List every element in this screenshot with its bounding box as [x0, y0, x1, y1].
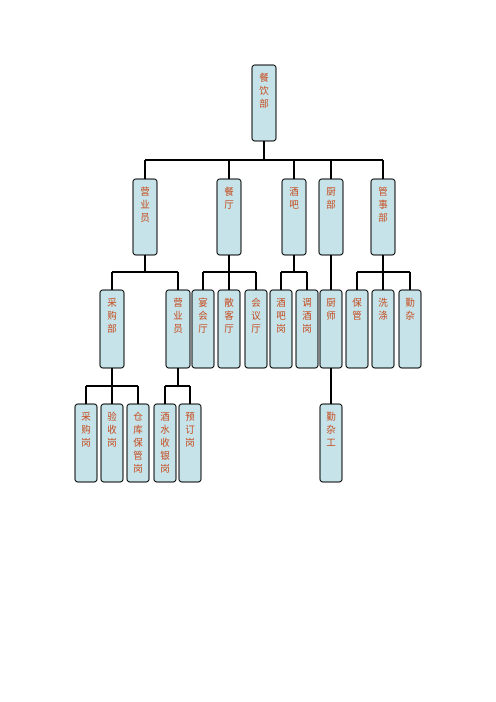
node-label: 厨师: [326, 298, 336, 322]
node-odd-job-worker: 勤杂工: [319, 403, 343, 483]
node-label: 厨部: [326, 187, 336, 211]
node-purchasing-post: 采购岗: [74, 403, 98, 483]
node-box: [100, 403, 124, 483]
node-label: 餐饮部: [259, 72, 269, 110]
node-meeting-hall: 会议厅: [244, 289, 268, 369]
node-box: [178, 403, 202, 483]
node-box: [319, 289, 343, 369]
node-box: [99, 289, 125, 369]
node-chef: 厨师: [319, 289, 343, 369]
node-box: [269, 289, 293, 369]
node-label: 保管: [352, 297, 362, 322]
node-label: 散客厅: [224, 297, 234, 335]
node-guest-hall: 散客厅: [217, 289, 241, 369]
node-stewarding: 管事部: [370, 178, 396, 256]
node-box: [74, 403, 98, 483]
node-box: [370, 178, 396, 256]
node-label: 营业员: [140, 186, 150, 224]
node-purchasing-dept: 采购部: [99, 289, 125, 369]
node-box: [126, 403, 150, 483]
node-box: [318, 178, 344, 256]
node-label: 管事部: [378, 186, 388, 224]
node-label: 酒吧: [289, 187, 299, 211]
node-dining-dept: 餐饮部: [251, 64, 277, 142]
node-label: 餐厅: [224, 186, 234, 211]
node-label: 酒吧岗: [276, 298, 286, 335]
node-label: 会议厅: [251, 297, 261, 335]
node-box: [398, 289, 422, 369]
node-label: 仓库保管岗: [133, 411, 143, 475]
node-box: [244, 289, 268, 369]
node-box: [281, 178, 307, 256]
node-bartender-post: 酒吧岗: [269, 289, 293, 369]
node-odd-jobs: 勤杂: [398, 289, 422, 369]
node-label: 调酒岗: [302, 298, 312, 335]
node-mixology-post: 调酒岗: [295, 289, 319, 369]
node-box: [132, 178, 158, 256]
node-label: 勤杂: [405, 297, 415, 322]
node-bar: 酒吧: [281, 178, 307, 256]
node-label: 采购岗: [81, 412, 91, 449]
node-label: 营业员: [173, 297, 183, 335]
node-label: 洗涤: [378, 297, 388, 322]
node-drinks-cashier-post: 酒水收银岗: [153, 403, 177, 483]
node-washing: 洗涤: [371, 289, 395, 369]
node-booking-post: 预订岗: [178, 403, 202, 483]
node-storage: 保管: [345, 289, 369, 369]
node-box: [216, 178, 242, 256]
node-restaurant: 餐厅: [216, 178, 242, 256]
node-label: 酒水收银岗: [160, 412, 170, 475]
node-box: [191, 289, 215, 369]
node-sales-clerk-sub: 营业员: [165, 289, 191, 369]
node-warehouse-post: 仓库保管岗: [126, 403, 150, 483]
node-box: [295, 289, 319, 369]
node-sales-clerk: 营业员: [132, 178, 158, 256]
node-box: [217, 289, 241, 369]
node-label: 勤杂工: [326, 411, 336, 449]
node-box: [165, 289, 191, 369]
node-banquet-hall: 宴会厅: [191, 289, 215, 369]
node-box: [251, 64, 277, 142]
node-box: [319, 403, 343, 483]
node-box: [345, 289, 369, 369]
node-label: 采购部: [107, 298, 117, 335]
node-label: 宴会厅: [198, 297, 208, 335]
node-kitchen: 厨部: [318, 178, 344, 256]
node-box: [153, 403, 177, 483]
node-inspection-post: 验收岗: [100, 403, 124, 483]
connector-lines: [85, 141, 411, 404]
node-label: 预订岗: [185, 412, 195, 449]
node-label: 验收岗: [107, 411, 117, 449]
node-group: 餐饮部营业员餐厅酒吧厨部管事部采购部营业员宴会厅散客厅会议厅酒吧岗调酒岗厨师保管…: [74, 64, 422, 483]
node-box: [371, 289, 395, 369]
